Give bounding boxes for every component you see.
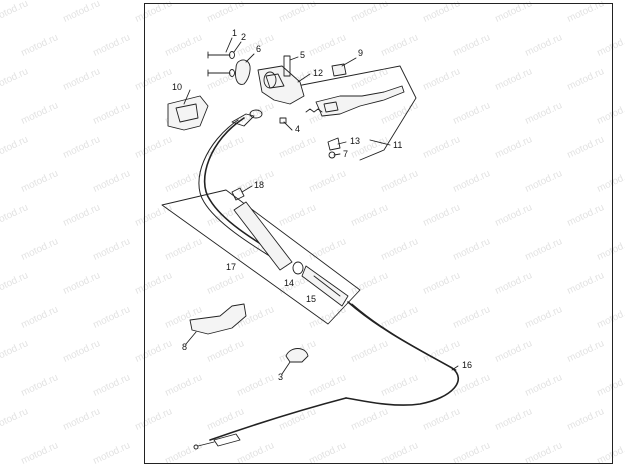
callout-1: 1	[232, 28, 237, 38]
callout-3: 3	[278, 372, 283, 382]
switch-housing-part	[167, 95, 209, 131]
callout-5: 5	[300, 50, 305, 60]
callout-6: 6	[256, 44, 261, 54]
callout-13: 13	[350, 136, 360, 146]
callout-10: 10	[172, 82, 182, 92]
callout-14: 14	[284, 278, 294, 288]
callout-16: 16	[462, 360, 472, 370]
callout-9: 9	[358, 48, 363, 58]
callout-4: 4	[295, 124, 300, 134]
cable-joint	[292, 261, 304, 275]
cable-sleeve	[233, 201, 293, 271]
cable-assembly-bracket	[161, 189, 361, 325]
clamp-half-part	[235, 59, 251, 85]
lever-assembly-bracket	[265, 65, 417, 161]
callout-12: 12	[313, 68, 323, 78]
diagram-frame	[144, 3, 613, 464]
callout-17: 17	[226, 262, 236, 272]
clutch-cable-upper	[203, 117, 291, 263]
small-clip-part	[279, 117, 287, 124]
callout-8: 8	[182, 342, 187, 352]
callout-2: 2	[241, 32, 246, 42]
cable-adjuster	[301, 265, 349, 307]
clutch-cable-lower	[345, 301, 459, 406]
cable-end	[209, 397, 347, 441]
cap-part	[331, 63, 347, 77]
cable-clamp-part	[285, 348, 309, 363]
washer-part	[229, 51, 235, 77]
callout-11: 11	[393, 140, 402, 150]
callout-18: 18	[254, 180, 264, 190]
callout-15: 15	[306, 294, 316, 304]
pin-part	[283, 55, 291, 77]
cable-clip-part	[231, 187, 245, 201]
adjuster-part	[327, 137, 341, 151]
mount-bracket-part	[189, 303, 247, 335]
bolt-part	[207, 51, 231, 77]
callout-7: 7	[343, 149, 348, 159]
